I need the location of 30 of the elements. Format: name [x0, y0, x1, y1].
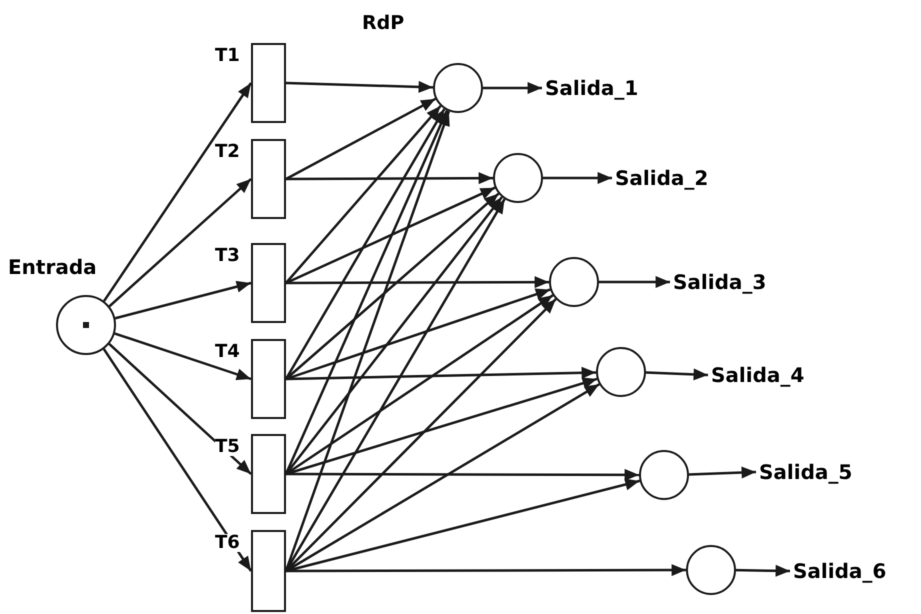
arrow: [108, 343, 252, 475]
transition-label: T6: [215, 534, 240, 552]
arrow: [599, 276, 670, 288]
arrow: [483, 82, 542, 94]
arrow: [688, 466, 756, 479]
arrow: [103, 82, 252, 302]
arrow: [108, 178, 252, 308]
output-label: Salida_3: [673, 268, 766, 296]
place-label: Entrada: [8, 257, 97, 277]
arrow: [102, 348, 252, 572]
arrow: [286, 80, 434, 93]
arrow: [286, 276, 549, 288]
output-label: Salida_5: [759, 458, 852, 486]
output-label: Salida_1: [545, 74, 638, 102]
arrow: [114, 332, 252, 380]
arrow: [286, 468, 639, 481]
transition-label: T5: [215, 438, 240, 456]
arrow: [543, 172, 612, 184]
output-label: Salida_4: [711, 361, 804, 389]
arrow: [285, 105, 442, 284]
arrow: [736, 564, 790, 577]
arrow: [114, 280, 252, 320]
arrow: [286, 564, 686, 576]
output-label: Salida_2: [615, 164, 708, 192]
arrow: [286, 366, 596, 380]
arrow: [285, 98, 436, 180]
arrow: [646, 368, 708, 380]
arrow: [286, 172, 493, 184]
diagram-label: RdP: [362, 14, 404, 33]
output-label: Salida_6: [793, 557, 886, 585]
